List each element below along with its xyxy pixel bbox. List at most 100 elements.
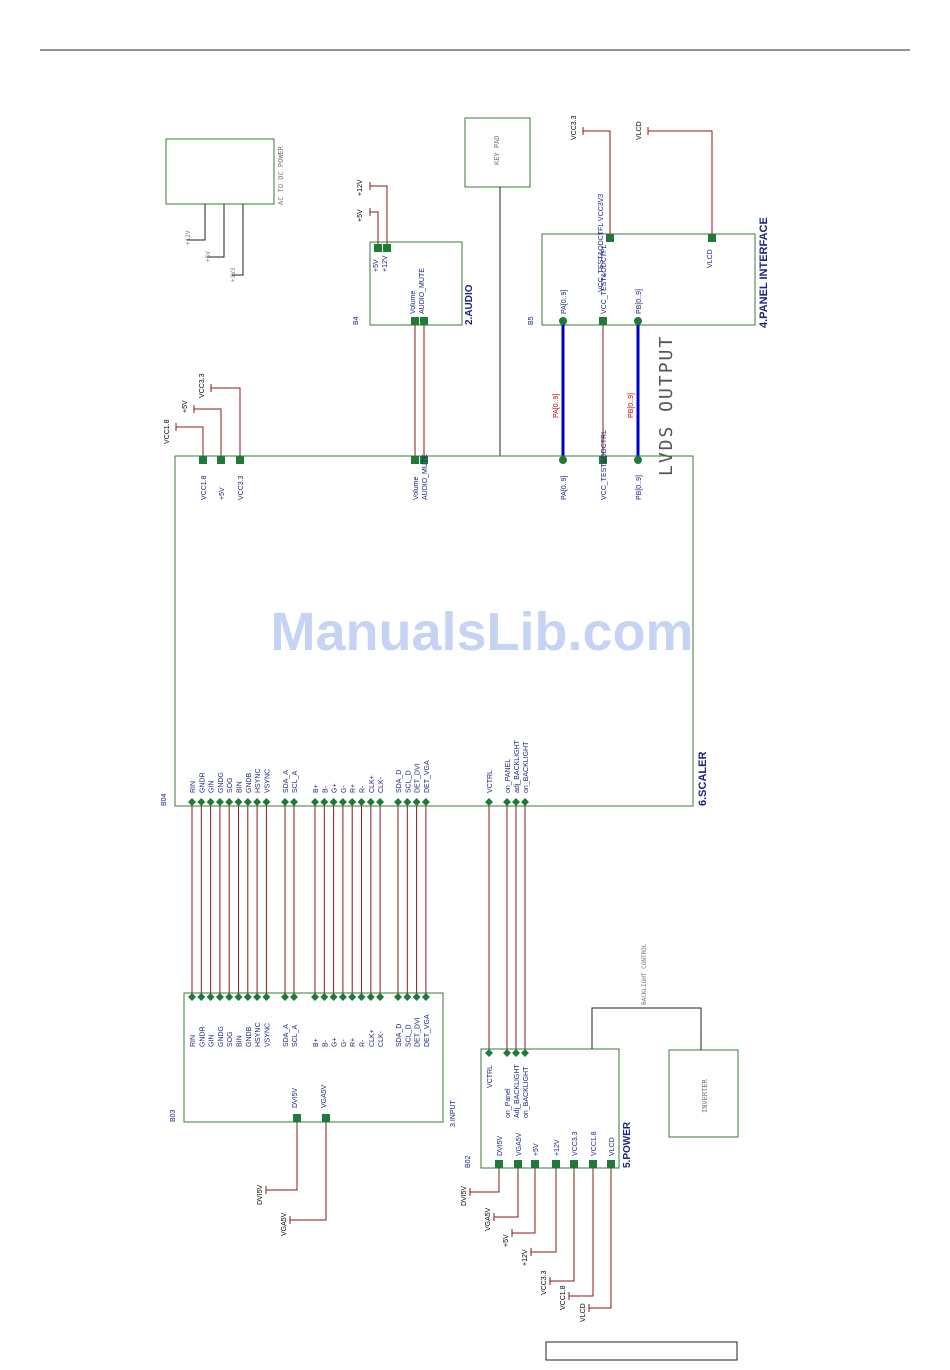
scaler-bottom-pin xyxy=(225,798,234,806)
input-top-pin-label: GNDG xyxy=(218,1026,225,1047)
scaler-bottom-pin-label: SCL_D xyxy=(405,770,412,793)
scaler-bottom-pin-label: R- xyxy=(360,785,367,793)
input-top-pin xyxy=(394,993,402,1001)
input-top-pin-label: VSYNC xyxy=(264,1023,271,1047)
panel-rail-vcc33: VCC3.3 xyxy=(571,115,578,140)
scaler-bottom-pin xyxy=(485,798,493,806)
power-rail-label: VLCD xyxy=(580,1303,587,1322)
power-bottom-pins: DVI5VDVI5VVGA5VVGA5V+5V+5V+12V+12VVCC3.3… xyxy=(461,1131,616,1322)
input-title: 3.INPUT xyxy=(450,1099,457,1127)
scaler-bottom-pin xyxy=(357,798,366,806)
input-top-pin-label: GNDB xyxy=(246,1026,253,1047)
panel-ref: B5 xyxy=(528,316,535,325)
audio-block: 2.AUDIO B4 +5V +12V Volume AUDIO_MUTE +5… xyxy=(353,179,475,326)
input-top-pin xyxy=(234,993,243,1001)
watermark: ManualsLib.com xyxy=(270,602,693,662)
keypad-label: KEY PAD xyxy=(493,135,501,165)
inverter-label: INVERTER xyxy=(701,1078,709,1113)
scaler-rail-5v: +5V xyxy=(182,400,189,413)
scaler-bottom-pin-label: VSYNC xyxy=(264,769,271,793)
scaler-bottom-pin-label: SDA_D xyxy=(396,770,403,793)
scaler-top-pin-label: +5V xyxy=(219,487,226,500)
input-top-pin-label: GNDR xyxy=(199,1026,206,1047)
scaler-bottom-pin-label: G- xyxy=(341,785,348,793)
panel-interface-block: 4.PANEL INTERFACE B5 VCC_TEST&ODCTFL VCC… xyxy=(528,115,770,328)
scaler-bottom-pin-label: B+ xyxy=(313,784,320,793)
input-top-pin xyxy=(320,993,329,1001)
input-pin-vga5v xyxy=(322,1114,330,1122)
footer-box xyxy=(545,1341,738,1361)
scaler-bottom-pin xyxy=(206,798,215,806)
power-rail-label: +5V xyxy=(503,1234,510,1247)
inverter-block: INVERTER BACKLIGHT CONTROL xyxy=(591,943,739,1138)
power-rail-label: DVI5V xyxy=(461,1185,468,1206)
audio-pin-12v xyxy=(383,244,391,252)
input-top-pin xyxy=(348,993,357,1001)
scaler-bottom-pin xyxy=(234,798,243,806)
input-top-pin xyxy=(253,993,262,1001)
input-top-pin xyxy=(329,993,338,1001)
scaler-input-wires xyxy=(191,806,526,1049)
scaler-bottom-pin-label: DET_DVI xyxy=(415,763,422,793)
scaler-bottom-pin xyxy=(197,798,206,806)
ac-dc-power-block: AC TO DC POWER +12V +5V +3V3 xyxy=(165,138,285,282)
input-top-pin xyxy=(357,993,366,1001)
input-top-pin-label: G+ xyxy=(332,1037,339,1047)
scaler-bottom-pin xyxy=(521,798,529,806)
scaler-top-pin xyxy=(411,456,419,464)
power-bottom-pin-label: VCC3.3 xyxy=(572,1131,579,1156)
bus-pa-label: PA[0..9] xyxy=(553,394,560,418)
scaler-top-pin xyxy=(420,456,428,464)
scaler-bottom-pin-label: on_PANEL xyxy=(505,759,512,793)
power-bottom-pin-label: +5V xyxy=(533,1143,540,1156)
power-rail-label: VGA5V xyxy=(485,1207,492,1231)
input-top-pin-label: B+ xyxy=(313,1038,320,1047)
input-top-pin-label: B- xyxy=(322,1039,329,1047)
scaler-bottom-pin xyxy=(215,798,224,806)
scaler-bottom-pin xyxy=(243,798,252,806)
scaler-top-pin-label: PA[0..9] xyxy=(561,476,568,500)
input-top-pin-label: GIN xyxy=(209,1035,216,1047)
input-top-pin xyxy=(281,993,289,1001)
scaler-bottom-pin-label: GIN xyxy=(209,781,216,793)
input-top-pin xyxy=(338,993,347,1001)
audio-ref: B4 xyxy=(353,316,360,325)
input-top-pin xyxy=(403,993,412,1001)
scaler-rail-vcc18: VCC1.8 xyxy=(164,419,171,444)
power-bottom-pin xyxy=(589,1160,597,1168)
power-top-pin xyxy=(485,1049,493,1057)
input-top-pin-label: R+ xyxy=(350,1038,357,1047)
scaler-top-pin-label: VCC_TEST&ODCTRL xyxy=(601,430,608,500)
power-rail-label: VCC1.8 xyxy=(560,1285,567,1310)
scaler-bottom-pin xyxy=(394,798,402,806)
audio-pin-5v xyxy=(374,244,382,252)
input-top-pin-label: SCL_D xyxy=(405,1024,412,1047)
panel-pin-vcctest xyxy=(599,317,607,325)
scaler-bottom-pin-label: B- xyxy=(322,785,329,793)
audio-rail-12v: +12V xyxy=(357,179,364,196)
power-bottom-pin-label: VGA5V xyxy=(516,1132,523,1156)
power-top-pin xyxy=(521,1049,529,1057)
scaler-bottom-pin-label: SOG xyxy=(227,777,234,793)
power-bottom-pin xyxy=(607,1160,615,1168)
power-bottom-pin xyxy=(495,1160,503,1168)
audio-pin-label-12v: +12V xyxy=(382,255,389,272)
panel-pin-label-vlcd: VLCD xyxy=(707,249,714,268)
power-bottom-pin-label: VLCD xyxy=(609,1137,616,1156)
panel-title: 4.PANEL INTERFACE xyxy=(758,217,770,328)
audio-pin-label-5v: +5V xyxy=(373,259,380,272)
scaler-bottom-pin xyxy=(188,798,196,806)
power-bottom-pin xyxy=(531,1160,539,1168)
input-top-pin-label: DET_DVI xyxy=(415,1017,422,1047)
ac-dc-out-3v3: +3V3 xyxy=(230,267,237,282)
scaler-bottom-pin xyxy=(376,798,385,806)
input-top-pin-label: RIN xyxy=(190,1035,197,1047)
input-pin-dvi5v xyxy=(293,1114,301,1122)
audio-pin-mute xyxy=(420,317,428,325)
